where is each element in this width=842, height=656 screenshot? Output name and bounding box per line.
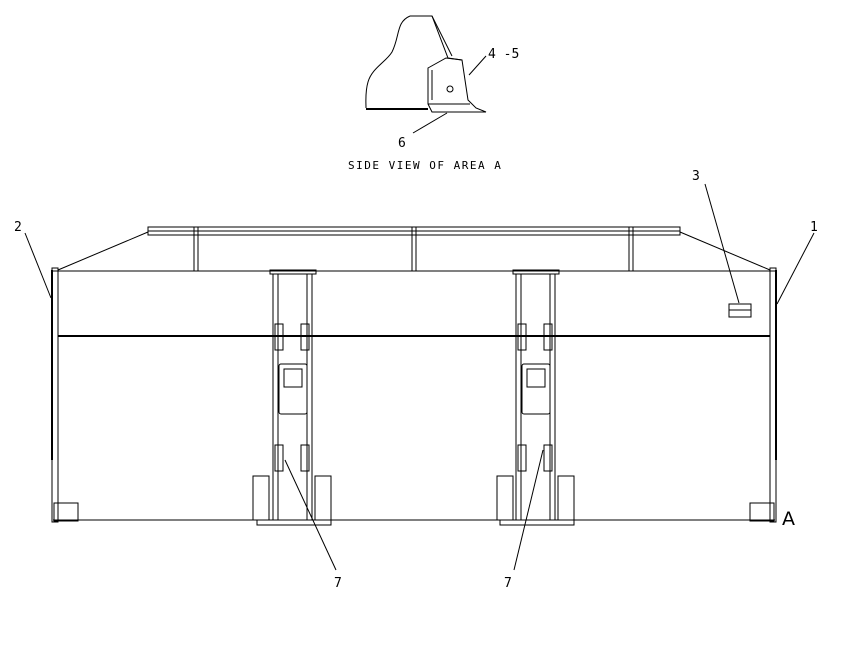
callout-4-5: 4 -5 <box>488 47 519 62</box>
side-view-caption: SIDE VIEW OF AREA A <box>348 159 502 172</box>
callout-7-left: 7 <box>334 576 342 591</box>
leader-1 <box>776 232 815 305</box>
callout-7-right: 7 <box>504 576 512 591</box>
leader-2 <box>24 232 52 299</box>
callout-3: 3 <box>692 169 700 184</box>
side-view-detail <box>365 15 487 113</box>
hitch-bracket-left <box>252 269 332 526</box>
leader-6 <box>412 112 448 134</box>
leader-7-left <box>284 459 337 571</box>
bucket-front-view <box>51 226 777 526</box>
callout-2: 2 <box>14 220 22 235</box>
leader-7-right <box>513 449 544 571</box>
leader-4-5 <box>468 55 487 76</box>
callout-1: 1 <box>810 220 818 235</box>
callout-6: 6 <box>398 136 406 151</box>
leader-3 <box>704 183 740 304</box>
hitch-bracket-right <box>496 269 575 526</box>
area-a-marker: A <box>782 508 795 530</box>
